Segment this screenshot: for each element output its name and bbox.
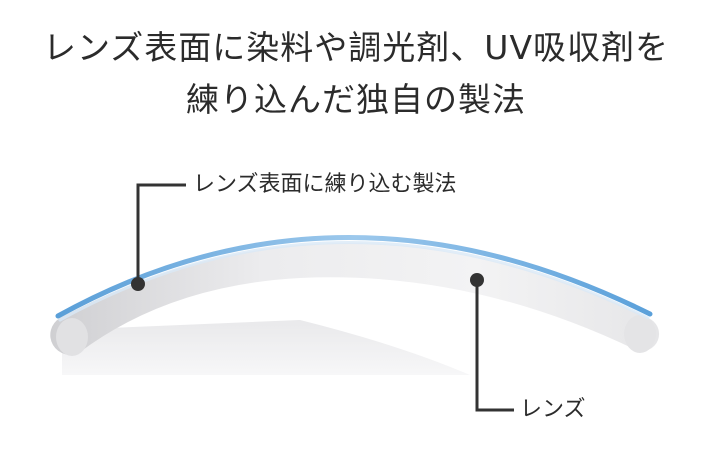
lens-body (50, 243, 660, 355)
lens-base-shadow (62, 320, 470, 375)
lens-right-edge (624, 315, 656, 353)
coating-label: レンズ表面に練り込む製法 (193, 172, 457, 197)
lens-left-edge (56, 318, 88, 356)
diagram-title: レンズ表面に染料や調光剤、UV吸収剤を 練り込んだ独自の製法 (0, 22, 712, 126)
diagram-title-line-2: 練り込んだ独自の製法 (186, 80, 526, 119)
lens-leader-line (475, 280, 514, 412)
coating-leader-line (136, 183, 186, 284)
diagram-title-line-1: レンズ表面に染料や調光剤、UV吸収剤を (42, 28, 670, 67)
coating-leader-dot (131, 277, 145, 291)
lens-label: レンズ (520, 397, 586, 422)
lens-leader-dot (470, 273, 484, 287)
